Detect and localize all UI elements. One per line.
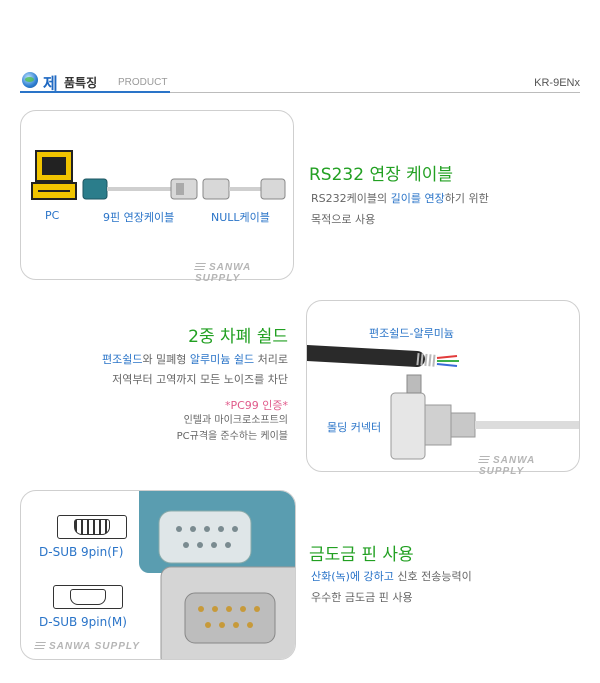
section2-title: 2중 차폐 쉴드 — [188, 327, 288, 347]
section3-image-panel: D-SUB 9pin(F) D-SUB 9pin(M) SANWA SUPPLY — [20, 490, 296, 660]
header-model: KR-9ENx — [534, 77, 580, 89]
dsub-female-icon — [57, 515, 127, 539]
header-divider — [20, 92, 580, 93]
section3-description: 산화(녹)에 강하고 신호 전송능력이 우수한 금도금 핀 사용 — [311, 570, 472, 604]
section2-description: 편조쉴드와 밀폐형 알루미늄 쉴드 처리로 저역부터 고역까지 모든 노이즈를 … — [101, 353, 288, 386]
cable-extension-illustration — [31, 150, 286, 200]
section2-image-panel: 편조쉴드-알루미늄 몰딩 커넥터 SANWA SUPPLY — [299, 300, 580, 477]
section1-title: RS232 연장 케이블 — [309, 165, 454, 185]
label-shield: 편조쉴드-알루미늄 — [369, 327, 454, 340]
header-title-rest: 품특징 — [64, 76, 98, 90]
header-subtitle: PRODUCT — [118, 77, 168, 88]
pc99-note: 인텔과 마이크로소프트의 PC규격을 준수하는 케이블 — [176, 415, 288, 442]
pc-icon — [31, 150, 77, 200]
section1-description: RS232케이블의 길이를 연장하기 위한 목적으로 사용 — [311, 192, 489, 226]
dsub-male-icon — [53, 585, 123, 609]
label-dsub-male: D-SUB 9pin(M) — [39, 615, 127, 629]
brand-logo: SANWA SUPPLY — [194, 262, 251, 284]
label-dsub-female: D-SUB 9pin(F) — [39, 545, 124, 559]
section3-title: 금도금 핀 사용 — [309, 545, 414, 565]
extension-cable-icon — [82, 178, 198, 200]
label-molding-connector: 몰딩 커넥터 — [327, 421, 382, 434]
brand-logo: SANWA SUPPLY — [478, 455, 535, 477]
header-underline — [20, 91, 170, 93]
brand-logo: SANWA SUPPLY — [34, 641, 140, 652]
label-pc: PC — [45, 209, 60, 222]
label-null-cable: NULL케이블 — [211, 211, 270, 224]
gold-pin-connector-illustration — [139, 491, 295, 659]
header-title-first: 제 — [43, 74, 58, 93]
globe-icon — [22, 72, 38, 88]
section1-image-panel: PC 9핀 연장케이블 NULL케이블 SANWA SUPPLY — [20, 110, 294, 284]
label-9pin-cable: 9핀 연장케이블 — [103, 211, 175, 224]
null-cable-icon — [202, 178, 286, 200]
shielded-cable-illustration — [299, 345, 579, 460]
pc99-note-title: *PC99 인증* — [224, 399, 288, 412]
